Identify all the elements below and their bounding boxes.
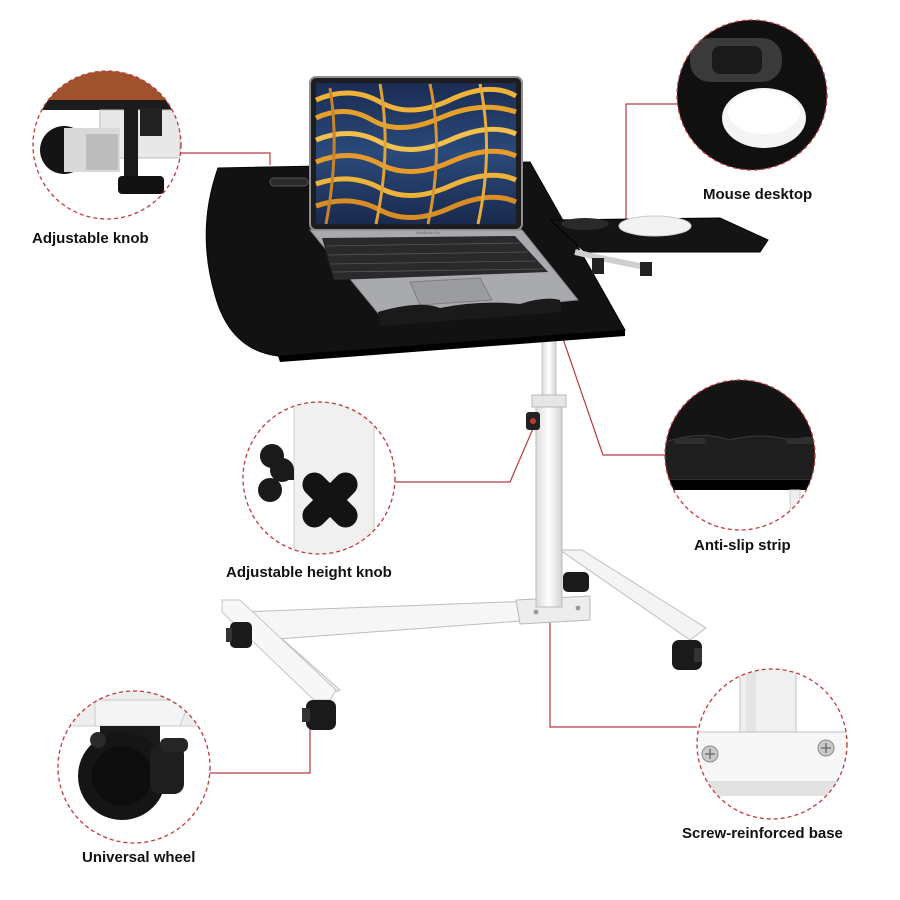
laptop-brand: MacBook Pro: [416, 230, 441, 235]
detail-adjustable-knob: [32, 70, 182, 220]
detail-screw-base: [696, 668, 848, 820]
screw-icon: [696, 668, 848, 820]
laptop: MacBook Pro: [308, 76, 579, 326]
laptop-table: MacBook Pro: [205, 76, 769, 730]
detail-mouse-desktop: [676, 19, 828, 171]
detail-height-knob: [242, 401, 396, 555]
wheel-icon: [57, 690, 211, 844]
label-screw-reinforced-base: Screw-reinforced base: [682, 825, 843, 842]
leader-mouse-desktop: [625, 103, 680, 238]
label-mouse-desktop: Mouse desktop: [703, 186, 813, 203]
casters: [226, 572, 702, 730]
label-universal-wheel: Universal wheel: [82, 849, 196, 866]
support-pole: [526, 339, 567, 608]
mouse-side-table: [548, 215, 769, 276]
knob-icon: [32, 70, 182, 220]
leader-universal-wheel: [208, 716, 311, 774]
leader-lines: [180, 103, 697, 774]
mouse-icon: [676, 19, 828, 171]
anti-slip-icon: [664, 379, 816, 531]
detail-anti-slip: [664, 379, 816, 531]
detail-universal-wheel: [57, 690, 211, 844]
leader-screw-base: [549, 615, 697, 728]
label-adjustable-knob: Adjustable knob: [32, 230, 149, 247]
height-knob-icon: [242, 401, 396, 555]
label-anti-slip-strip: Anti-slip strip: [694, 537, 791, 554]
leader-adjustable-knob: [180, 152, 271, 165]
label-adjustable-height-knob: Adjustable height knob: [226, 564, 392, 581]
leader-anti-slip: [559, 329, 665, 456]
wallpaper-waves: [314, 83, 518, 225]
leader-height-knob: [395, 423, 536, 483]
